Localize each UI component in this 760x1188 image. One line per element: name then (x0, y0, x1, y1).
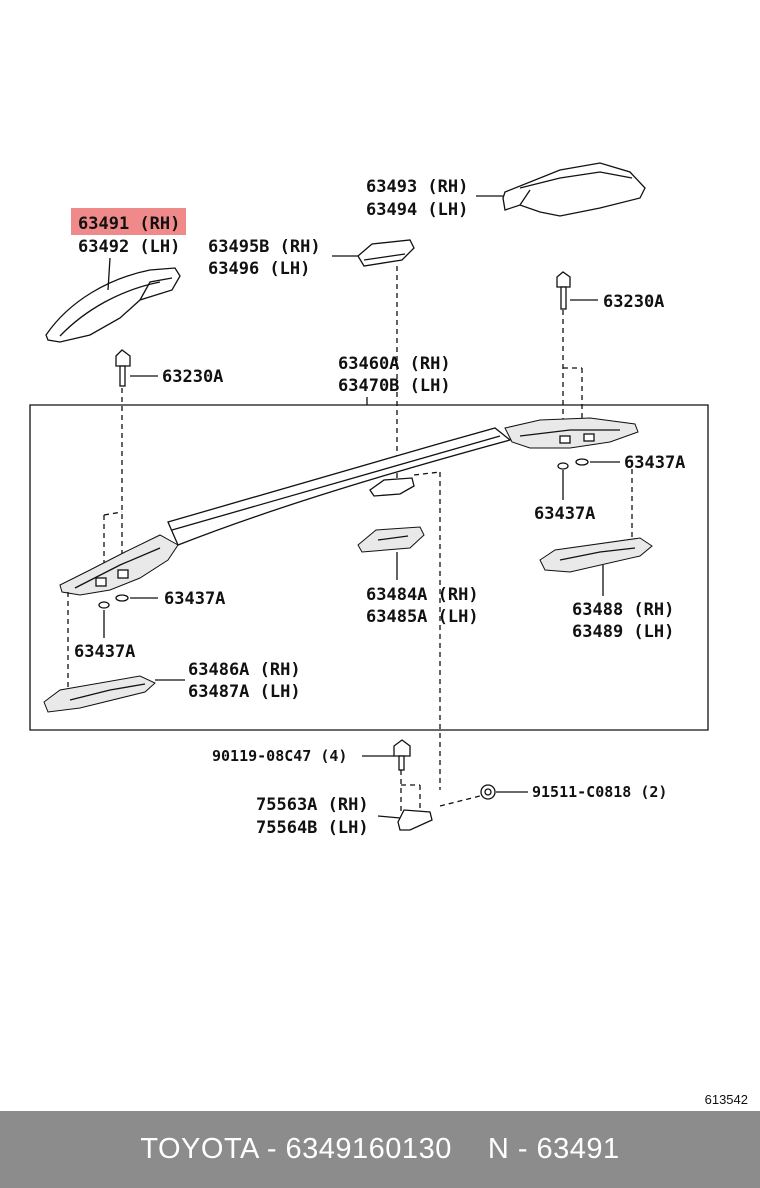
label-63491[interactable]: 63491 (RH) (78, 214, 180, 234)
label-63494[interactable]: 63494 (LH) (366, 200, 468, 220)
diagram-id: 613542 (704, 1092, 748, 1107)
label-63437a-right-a[interactable]: 63437A (624, 453, 685, 473)
washer-63437a-right-b[interactable] (557, 462, 569, 470)
part-footer-bar: TOYOTA - 6349160130 N - 63491 (0, 1111, 760, 1188)
label-91511[interactable]: 91511-C0818 (2) (532, 783, 667, 801)
clip-91511-part[interactable] (480, 784, 496, 800)
end-cover-left-part[interactable] (45, 267, 181, 343)
bolt-90119-part[interactable] (393, 739, 411, 771)
bracket-75563a-part[interactable] (397, 809, 433, 831)
label-63489[interactable]: 63489 (LH) (572, 622, 674, 642)
center-pad-part[interactable] (357, 526, 425, 553)
footer-reference: N - 63491 (487, 1133, 620, 1165)
assembly-frame (29, 404, 709, 731)
label-63496[interactable]: 63496 (LH) (208, 259, 310, 279)
label-75564b[interactable]: 75564B (LH) (256, 818, 369, 838)
bolt-63230a-left[interactable] (115, 349, 131, 387)
label-63460a[interactable]: 63460A (RH) (338, 354, 451, 374)
label-63495b[interactable]: 63495B (RH) (208, 237, 321, 257)
label-63437a-left-a[interactable]: 63437A (164, 589, 225, 609)
label-63493[interactable]: 63493 (RH) (366, 177, 468, 197)
label-63437a-right-b[interactable]: 63437A (534, 504, 595, 524)
label-63487a[interactable]: 63487A (LH) (188, 682, 301, 702)
label-63486a[interactable]: 63486A (RH) (188, 660, 301, 680)
label-63484a[interactable]: 63484A (RH) (366, 585, 479, 605)
selected-part-highlight (71, 208, 186, 235)
label-63485a[interactable]: 63485A (LH) (366, 607, 479, 627)
washer-63437a-left-a[interactable] (115, 594, 129, 602)
label-63488[interactable]: 63488 (RH) (572, 600, 674, 620)
footer-part-number: TOYOTA - 6349160130 (140, 1133, 452, 1165)
label-63470b[interactable]: 63470B (LH) (338, 376, 451, 396)
washer-63437a-left-b[interactable] (98, 601, 110, 609)
roof-rail-main-part[interactable] (59, 417, 639, 596)
left-pad-part[interactable] (43, 675, 156, 713)
label-75563a[interactable]: 75563A (RH) (256, 795, 369, 815)
label-63230a-right[interactable]: 63230A (603, 292, 664, 312)
right-pad-part[interactable] (539, 537, 653, 573)
exploded-parts-diagram: 63491 (RH) 63492 (LH) 63493 (RH) 63494 (… (29, 162, 709, 838)
end-cover-right-part[interactable] (502, 162, 646, 217)
bolt-63230a-right[interactable] (556, 271, 571, 310)
washer-63437a-right-a[interactable] (575, 458, 589, 466)
rail-cap-part[interactable] (357, 239, 415, 267)
label-63492[interactable]: 63492 (LH) (78, 237, 180, 257)
label-63230a-left[interactable]: 63230A (162, 367, 223, 387)
label-63437a-left-b[interactable]: 63437A (74, 642, 135, 662)
label-90119[interactable]: 90119-08C47 (4) (212, 747, 347, 765)
